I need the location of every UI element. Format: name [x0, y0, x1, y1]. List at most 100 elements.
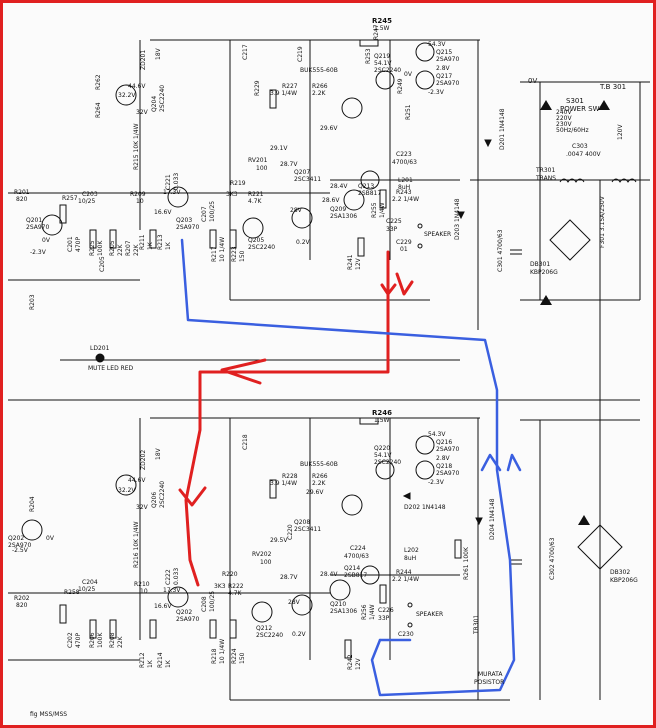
q209-label: Q209 — [330, 206, 347, 213]
c302-label: C302 4700/63 — [549, 537, 556, 580]
c205-label: C205 — [99, 256, 106, 272]
d204-symbol — [475, 517, 483, 526]
q213-symbol — [360, 170, 380, 190]
r207-label: R207 — [125, 240, 132, 256]
r258-symbol — [59, 604, 67, 624]
c230-label: C230 — [398, 631, 414, 638]
c224-label: C224 — [350, 545, 366, 552]
q212-symbol — [251, 601, 273, 623]
posistor-label: POSISTOR — [474, 679, 505, 686]
r205-symbol — [109, 229, 117, 249]
r243-symbol — [379, 189, 387, 209]
v32-top: 32V — [136, 109, 148, 116]
switch-id-label: S301 — [566, 97, 584, 105]
q216-symbol — [415, 435, 435, 455]
r214-value: 1K — [165, 660, 172, 668]
q208-part: 2SC3411 — [294, 526, 322, 533]
r213-value: 1K — [165, 242, 172, 250]
r246-value: 1.5W — [374, 417, 390, 424]
q216-part: 2SA970 — [436, 446, 460, 453]
r217-value: 10 1/4W — [219, 236, 226, 262]
red-annotations — [178, 250, 414, 587]
r228-symbol — [269, 479, 277, 499]
d203-symbol — [457, 211, 465, 220]
speaker-bottom-label: SPEAKER — [416, 611, 444, 618]
q219-part: 2SC2240 — [374, 67, 402, 74]
l202-label: L202 — [404, 547, 419, 554]
q209-part: 2SA1306 — [330, 213, 358, 220]
c218-label: C218 — [242, 434, 249, 450]
blue-arrowhead-1 — [480, 453, 502, 472]
r201-label: R201 — [14, 189, 30, 196]
speaker-top-minus — [417, 243, 423, 249]
q214-symbol — [360, 565, 380, 585]
v446-bottom: 44.6V — [128, 477, 146, 484]
v286-top: 28.6V — [322, 197, 340, 204]
transformer-coil-2 — [611, 178, 637, 183]
c229-value: 01 — [400, 246, 408, 253]
r246-symbol — [359, 417, 379, 425]
c203-label: C203 — [82, 191, 98, 198]
c208-value: 100/25 — [209, 590, 216, 612]
r211-value: 1K — [147, 242, 154, 250]
v-23-bottom: -2.3V — [428, 479, 444, 486]
r218-value: 10 1/4W — [219, 638, 226, 664]
c221-label: C221 — [165, 174, 172, 190]
q219-symbol — [375, 70, 395, 90]
c217-label: C217 — [242, 44, 249, 60]
r266-bottom-label: R266 — [312, 473, 328, 480]
warning-icon — [540, 100, 552, 110]
v-25-input-bottom: -2.5V — [12, 547, 28, 554]
v541-bottom: 54.1V — [374, 452, 392, 459]
blue-ground-path — [180, 238, 516, 697]
v287-bottom: 28.7V — [280, 574, 298, 581]
r205-value: 22K — [117, 244, 124, 256]
rv202-label: RV202 — [252, 551, 272, 558]
r225-label: R225 — [89, 240, 96, 256]
warning-icon — [598, 100, 610, 110]
r257-label: R257 — [62, 195, 78, 202]
q202-left-label: Q202 — [8, 535, 25, 542]
r219-label: R219 — [230, 180, 246, 187]
r241-value: 12V — [355, 258, 362, 270]
tr301-lower-label: TR301 — [473, 614, 480, 634]
q208-label: Q208 — [294, 519, 311, 526]
q202-symbol — [167, 586, 189, 608]
r222-label: R222 — [228, 583, 244, 590]
red-arrowhead-down — [178, 486, 207, 507]
r224-symbol — [229, 619, 237, 639]
r213-label: R213 — [157, 234, 164, 250]
r229-label: R229 — [254, 80, 261, 96]
q217-part: 2SA970 — [436, 80, 460, 87]
r266-top-value: 2.2K — [312, 90, 326, 97]
q207-label: Q207 — [294, 169, 311, 176]
r224-label: R224 — [231, 648, 238, 664]
c208-label: C208 — [201, 596, 208, 612]
c224-value: 4700/63 — [344, 553, 369, 560]
r222-value: 4.7K — [228, 590, 242, 597]
q206-label: Q206 — [151, 491, 158, 508]
c222-value: 0.033 — [173, 567, 180, 585]
c219-label: C219 — [297, 46, 304, 62]
r266-top-label: R266 — [312, 83, 328, 90]
power-input-label: 0V — [528, 77, 538, 85]
r242-value: 12V — [355, 658, 362, 670]
fuse-label: F301 3.15A/250V — [599, 196, 606, 248]
db302-label: DB302 — [610, 569, 631, 576]
r246-label: R246 — [372, 409, 393, 417]
r256-value: 1/4W — [369, 604, 376, 620]
q206-symbol — [115, 474, 137, 496]
c201-value: 470P — [75, 236, 82, 252]
r221-label: R221 — [248, 191, 264, 198]
r245-label: R245 — [372, 17, 393, 25]
r218-label: R218 — [211, 648, 218, 664]
r206-symbol — [89, 619, 97, 639]
r210-label: R210 — [134, 581, 150, 588]
q220-symbol — [375, 460, 395, 480]
v-23-top: -2.3V — [428, 89, 444, 96]
q213-part: 2SB817 — [358, 190, 382, 197]
r225-symbol — [89, 229, 97, 249]
murata-label: MURATA — [478, 671, 503, 678]
trans-label: TRANS — [536, 175, 556, 182]
r209-label: R209 — [130, 191, 146, 198]
